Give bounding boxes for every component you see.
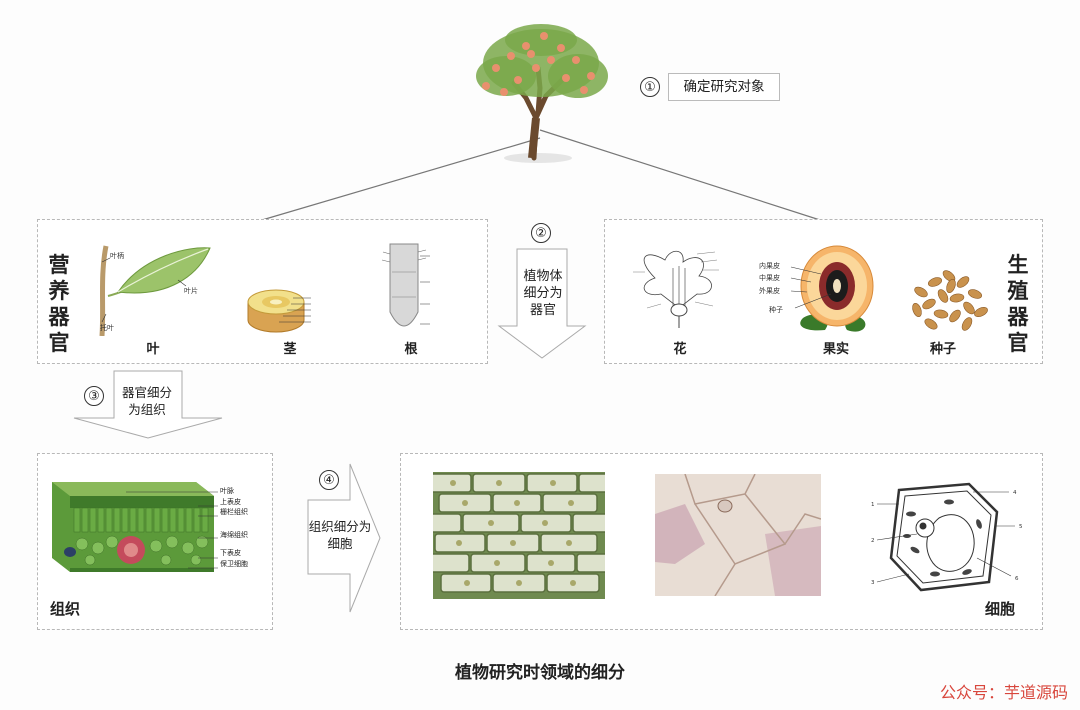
stem-caption: 茎	[283, 342, 297, 357]
step-1-label: 确定研究对象	[668, 73, 780, 101]
cheek-cell-micrograph	[655, 474, 821, 596]
step-3-number: ③	[84, 386, 104, 406]
fruit-label-endocarp: 内果皮	[759, 261, 780, 270]
cell-number-5: 5	[1019, 524, 1023, 530]
leaf-tissue-diagram	[52, 482, 214, 572]
tissue-label-guard-cell: 保卫细胞	[220, 559, 248, 568]
seeds-photo	[912, 270, 988, 331]
leaf-diagram: 叶柄 叶片 托叶	[99, 245, 211, 336]
tissue-labels: 叶脉 上表皮 栅栏组织 海绵组织 下表皮 保卫细胞	[220, 486, 272, 569]
seeds-caption: 种子	[929, 342, 956, 357]
fruit-label-mesocarp: 中果皮	[759, 273, 780, 282]
leaf-label-blade: 叶片	[184, 286, 198, 295]
step-1-number: ①	[640, 77, 660, 97]
tissue-label-leaders	[126, 491, 218, 569]
tissue-title: 组织	[50, 600, 81, 618]
leaf-label-petiole: 叶柄	[110, 251, 124, 260]
leaf-caption: 叶	[146, 342, 160, 357]
figure-caption: 植物研究时领域的细分	[455, 663, 625, 683]
stem-diagram	[247, 289, 311, 333]
cell-title: 细胞	[985, 600, 1016, 618]
tissue-label-vein: 叶脉	[220, 487, 234, 495]
reproductive-organs-title: 生殖器官	[1007, 253, 1029, 355]
tissue-panel: 叶脉 上表皮 栅栏组织 海绵组织 下表皮 保卫细胞 组织	[37, 453, 273, 630]
root-caption: 根	[404, 342, 418, 357]
tissue-label-palisade: 栅栏组织	[220, 508, 248, 516]
fruit-label-seed: 种子	[769, 305, 783, 314]
cell-number-4: 4	[1013, 490, 1017, 496]
onion-cell-micrograph	[433, 472, 605, 599]
step-2-arrow	[497, 248, 587, 359]
cell-panel: 1 2 3 4 5 6 细胞	[400, 453, 1043, 630]
fruit-label-exocarp: 外果皮	[759, 286, 780, 295]
cell-number-1: 1	[871, 502, 875, 508]
fruit-caption: 果实	[822, 342, 849, 357]
flower-caption: 花	[673, 342, 687, 357]
tissue-label-upper-epidermis: 上表皮	[220, 497, 241, 506]
tissue-label-lower-epidermis: 下表皮	[220, 549, 241, 557]
fruit-diagram: 内果皮 中果皮 外果皮 种子	[759, 245, 874, 332]
root-diagram	[381, 243, 430, 327]
step-4-label: 组织细分为细胞	[308, 519, 372, 551]
watermark: 公众号：芋道源码	[939, 683, 1068, 702]
cell-number-3: 3	[871, 580, 875, 586]
tree-illustration	[476, 24, 608, 163]
vegetative-organs-title: 营养器官	[48, 253, 70, 355]
tissue-label-spongy: 海绵组织	[220, 530, 248, 539]
step-2-number: ②	[531, 223, 551, 243]
step-3-arrow	[73, 370, 223, 439]
step-4-number: ④	[319, 470, 339, 490]
step-3-label: 器官细分为组织	[121, 385, 172, 417]
cell-number-2: 2	[871, 538, 875, 544]
leaf-label-stipule: 托叶	[100, 323, 114, 332]
cell-number-6: 6	[1015, 576, 1019, 582]
vegetative-organs-panel: 营养器官 叶柄 叶片 托叶 叶 茎 根	[37, 219, 488, 364]
reproductive-organs-panel: 花 内果皮 中果皮 外果皮 种子 果实	[604, 219, 1043, 364]
flower-diagram	[633, 250, 719, 328]
plant-cell-diagram: 1 2 3 4 5 6	[871, 482, 1023, 592]
step-4-arrow	[307, 463, 381, 613]
step-2-label: 植物体细分为器官	[523, 269, 563, 318]
